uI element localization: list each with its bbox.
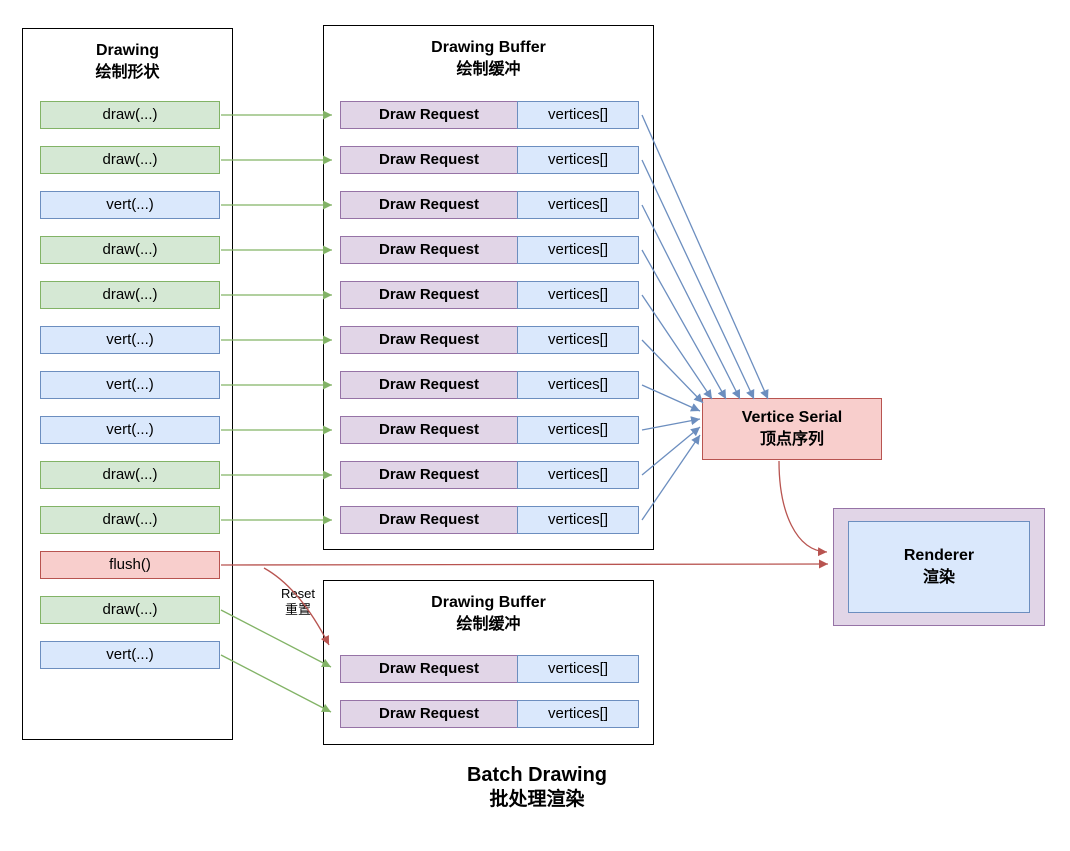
call-to-buffer-arrow	[220, 609, 332, 668]
call-to-buffer-arrow	[220, 654, 332, 713]
drawing-buffer-bottom-title-zh: 绘制缓冲	[456, 615, 521, 633]
draw-call-box: draw(...)	[40, 506, 220, 534]
vertices-cell: vertices[]	[517, 700, 639, 728]
renderer-box: Renderer 渲染	[848, 521, 1030, 613]
vertices-to-serial-arrow	[641, 249, 727, 400]
drawing-panel-title-en: Drawing	[95, 42, 160, 59]
drawing-panel-title-zh: 绘制形状	[95, 63, 160, 81]
vertices-to-serial-arrow	[641, 159, 755, 400]
flush-call-box: flush()	[40, 551, 220, 579]
vertices-cell: vertices[]	[517, 416, 639, 444]
draw-request-cell: Draw Request	[340, 655, 518, 683]
draw-call-box: draw(...)	[40, 236, 220, 264]
vertices-cell: vertices[]	[517, 371, 639, 399]
reset-note-zh: 重置	[284, 601, 311, 617]
vertices-cell: vertices[]	[517, 655, 639, 683]
vertices-cell: vertices[]	[517, 461, 639, 489]
serial-to-renderer-arrow	[778, 460, 828, 557]
vertices-cell: vertices[]	[517, 146, 639, 174]
draw-call-box: draw(...)	[40, 146, 220, 174]
diagram-caption: Batch Drawing 批处理渲染	[337, 763, 737, 812]
flush-to-renderer-arrow	[220, 559, 829, 569]
renderer-title-zh: 渲染	[922, 569, 955, 586]
vertice-serial-box: Vertice Serial 顶点序列	[702, 398, 882, 460]
draw-request-cell: Draw Request	[340, 461, 518, 489]
vertice-serial-title-en: Vertice Serial	[741, 409, 843, 427]
vert-call-box: vert(...)	[40, 191, 220, 219]
vertices-to-serial-arrow	[641, 204, 741, 400]
drawing-buffer-top-title-en: Drawing Buffer	[431, 39, 546, 56]
draw-call-box: draw(...)	[40, 101, 220, 129]
renderer-outer-box: Renderer 渲染	[833, 508, 1045, 626]
drawing-panel-title: Drawing 绘制形状	[23, 29, 232, 83]
vertices-to-serial-arrow	[641, 114, 769, 400]
draw-request-cell: Draw Request	[340, 700, 518, 728]
drawing-buffer-bottom-title-en: Drawing Buffer	[431, 594, 546, 611]
vert-call-box: vert(...)	[40, 416, 220, 444]
vertices-cell: vertices[]	[517, 506, 639, 534]
vertices-cell: vertices[]	[517, 191, 639, 219]
draw-request-cell: Draw Request	[340, 191, 518, 219]
vert-call-box: vert(...)	[40, 641, 220, 669]
vertices-cell: vertices[]	[517, 326, 639, 354]
draw-call-box: draw(...)	[40, 596, 220, 624]
caption-zh: 批处理渲染	[489, 789, 585, 810]
draw-call-box: draw(...)	[40, 281, 220, 309]
draw-request-cell: Draw Request	[340, 146, 518, 174]
drawing-buffer-top-title: Drawing Buffer 绘制缓冲	[324, 26, 653, 80]
draw-request-cell: Draw Request	[340, 101, 518, 129]
vertice-serial-title-zh: 顶点序列	[759, 431, 824, 448]
draw-request-cell: Draw Request	[340, 371, 518, 399]
drawing-buffer-bottom-title: Drawing Buffer 绘制缓冲	[324, 581, 653, 635]
vertices-cell: vertices[]	[517, 281, 639, 309]
draw-call-box: draw(...)	[40, 461, 220, 489]
caption-en: Batch Drawing	[466, 764, 608, 786]
reset-note-en: Reset	[281, 586, 315, 601]
vertices-cell: vertices[]	[517, 101, 639, 129]
draw-request-cell: Draw Request	[340, 281, 518, 309]
vertices-cell: vertices[]	[517, 236, 639, 264]
renderer-title-en: Renderer	[903, 547, 975, 565]
draw-request-cell: Draw Request	[340, 506, 518, 534]
vert-call-box: vert(...)	[40, 326, 220, 354]
drawing-buffer-top-title-zh: 绘制缓冲	[456, 60, 521, 78]
reset-note: Reset 重置	[270, 586, 326, 617]
draw-request-cell: Draw Request	[340, 416, 518, 444]
vert-call-box: vert(...)	[40, 371, 220, 399]
draw-request-cell: Draw Request	[340, 236, 518, 264]
draw-request-cell: Draw Request	[340, 326, 518, 354]
